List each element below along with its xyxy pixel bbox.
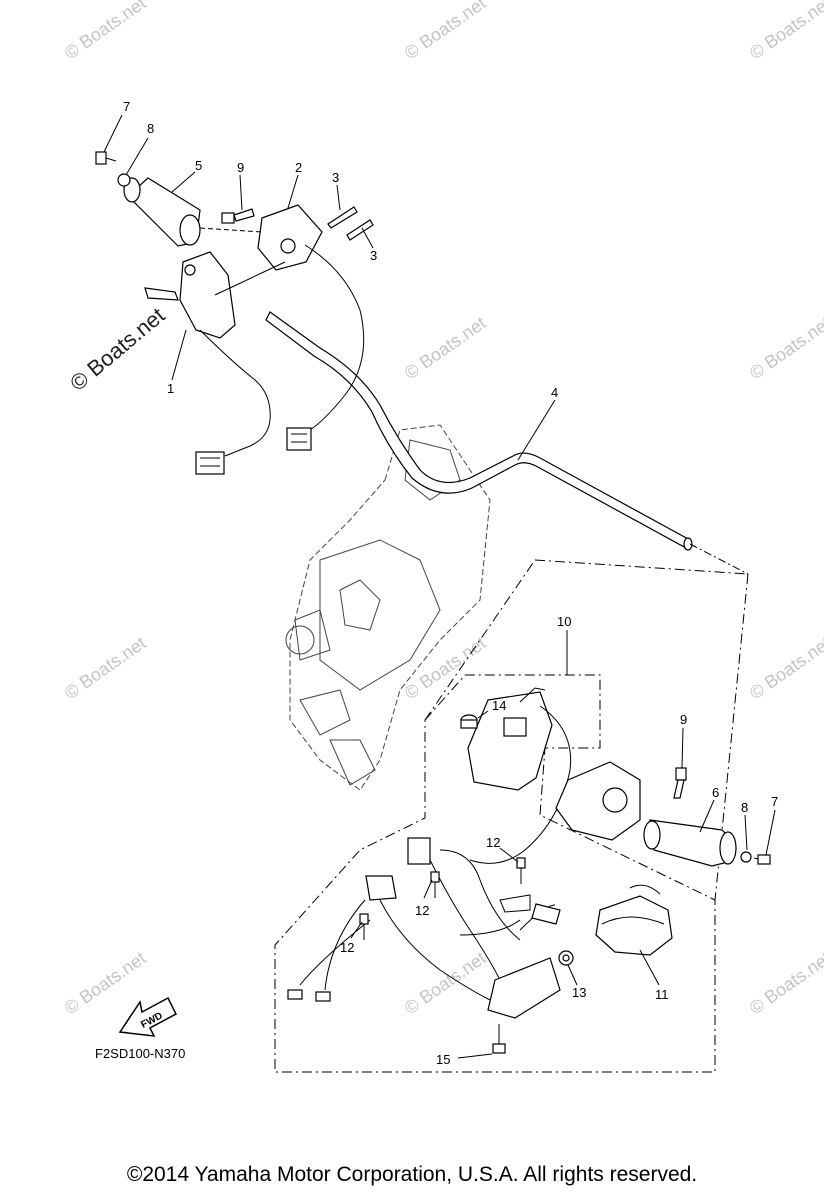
handlebar-extension-dash-bottom <box>714 573 749 901</box>
handlebar-extension-dash-right <box>534 559 749 575</box>
callout-14: 14 <box>492 698 506 713</box>
callout-8-right: 8 <box>741 800 748 815</box>
stop-switch-housing <box>467 687 572 864</box>
bolt-left <box>95 151 117 165</box>
right-grip <box>643 819 737 867</box>
callout-6: 6 <box>712 785 719 800</box>
watermark: © Boats.net <box>401 633 490 703</box>
watermark: © Boats.net <box>746 313 824 383</box>
screw-12-left <box>359 913 369 940</box>
callouts: 7 8 5 9 2 3 3 1 4 10 14 9 6 8 7 12 12 12… <box>123 99 778 1067</box>
cap-14 <box>460 714 478 729</box>
watermark: © Boats.net <box>401 313 490 383</box>
watermark: © Boats.net <box>61 633 150 703</box>
watermark: © Boats.net <box>61 0 150 63</box>
callout-9-top: 9 <box>237 160 244 175</box>
watermark: © Boats.net <box>746 0 824 63</box>
diagram-code: F2SD100-N370 <box>95 1046 185 1061</box>
screw-12-top <box>516 857 526 884</box>
callout-1: 1 <box>167 381 174 396</box>
watermark: © Boats.net <box>746 948 824 1018</box>
copyright-notice: ©2014 Yamaha Motor Corporation, U.S.A. A… <box>126 1163 698 1186</box>
screw-12-mid <box>430 871 440 898</box>
callout-12-left: 12 <box>340 940 354 955</box>
callout-3-top: 3 <box>332 170 339 185</box>
callout-13: 13 <box>572 985 586 1000</box>
screws-3 <box>327 206 374 241</box>
wiring-harness <box>287 837 561 1019</box>
console-mount-outline <box>285 424 491 791</box>
right-switch-housing <box>555 761 641 841</box>
left-grip <box>123 177 201 247</box>
handlebar <box>265 311 749 575</box>
bracket-cover <box>595 884 673 956</box>
watermark: © Boats.net <box>401 0 490 63</box>
callout-12-top: 12 <box>486 835 500 850</box>
callout-3-bottom: 3 <box>370 248 377 263</box>
callout-4: 4 <box>551 385 558 400</box>
callout-10: 10 <box>557 614 571 629</box>
callout-8-top: 8 <box>147 121 154 136</box>
callout-12-mid: 12 <box>415 903 429 918</box>
washer-right <box>740 851 752 863</box>
left-switch-assembly <box>144 251 271 475</box>
callout-7-right: 7 <box>771 794 778 809</box>
watermark-dark: © Boats.net <box>65 303 169 396</box>
screw-15 <box>492 1024 506 1054</box>
throttle-switch <box>257 204 365 451</box>
callout-11: 11 <box>655 987 669 1002</box>
watermark: © Boats.net <box>746 633 824 703</box>
callout-5: 5 <box>195 158 202 173</box>
callout-2: 2 <box>295 160 302 175</box>
callout-9-right: 9 <box>680 712 687 727</box>
grommet-13 <box>558 950 574 966</box>
fwd-arrow-icon: FWD <box>118 996 177 1037</box>
screw-9-top <box>221 208 255 224</box>
callout-15: 15 <box>436 1052 450 1067</box>
handlebar-extension-dash <box>424 559 536 721</box>
bolt-right <box>753 854 771 865</box>
leader-lines <box>103 114 776 1059</box>
screw-9-right <box>673 767 687 799</box>
watermark: © Boats.net <box>401 948 490 1018</box>
callout-7-top: 7 <box>123 99 130 114</box>
washer-left <box>117 173 131 187</box>
